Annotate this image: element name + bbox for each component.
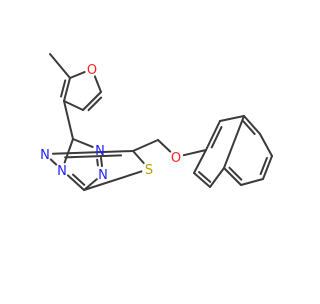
bond-line bbox=[63, 77, 71, 102]
bond-line bbox=[63, 138, 74, 164]
bond-line bbox=[60, 79, 67, 98]
bond-a12-a13 bbox=[51, 150, 134, 159]
bond-line bbox=[96, 158, 99, 167]
bond-line bbox=[223, 167, 242, 186]
bond-a13-a15 bbox=[132, 139, 159, 152]
bond-line bbox=[157, 139, 172, 153]
bond-line bbox=[228, 166, 243, 181]
atom-label-n: N bbox=[40, 148, 50, 163]
bond-a2-a3 bbox=[60, 77, 71, 102]
bond-a18-a19 bbox=[219, 115, 245, 122]
bond-line bbox=[193, 172, 211, 188]
bond-line bbox=[72, 138, 94, 148]
bond-a20-a21 bbox=[259, 133, 273, 157]
bond-line bbox=[205, 120, 221, 151]
bond-a8-a9 bbox=[96, 156, 104, 168]
bond-a15-a16 bbox=[157, 139, 172, 153]
bond-a11-a7 bbox=[63, 138, 74, 164]
bond-a25-a26 bbox=[193, 171, 212, 188]
bond-line bbox=[63, 100, 74, 140]
atom-label-o: O bbox=[87, 63, 97, 78]
bond-a19-a20 bbox=[242, 115, 261, 135]
bond-a1-a2 bbox=[69, 71, 86, 79]
bond-line bbox=[72, 173, 86, 186]
bond-a17-a18 bbox=[205, 120, 223, 151]
bond-a22-a23 bbox=[240, 178, 264, 186]
atom-label-n: N bbox=[57, 164, 67, 179]
bond-a2-a4 bbox=[49, 53, 71, 79]
bond-line bbox=[219, 115, 245, 122]
bond-a3-a7 bbox=[63, 100, 74, 140]
bond-line bbox=[63, 100, 84, 111]
bond-line bbox=[210, 126, 223, 149]
bond-line bbox=[132, 150, 145, 165]
bond-line bbox=[223, 115, 245, 169]
bond-line bbox=[242, 120, 256, 135]
bond-line bbox=[93, 75, 102, 93]
bond-line bbox=[64, 154, 123, 159]
bond-line bbox=[49, 158, 58, 166]
atom-label-o: O bbox=[171, 151, 181, 166]
bond-a13-a14 bbox=[132, 150, 145, 165]
bond-line bbox=[83, 170, 143, 191]
bonds-layer bbox=[49, 53, 273, 191]
bond-line bbox=[83, 178, 98, 191]
bond-line bbox=[51, 150, 134, 155]
bond-line bbox=[82, 91, 102, 111]
bond-a16-a17 bbox=[182, 149, 207, 157]
bond-line bbox=[198, 171, 212, 183]
bond-a6-a1 bbox=[93, 75, 102, 93]
bond-a7-a8 bbox=[72, 138, 94, 148]
bond-line bbox=[182, 149, 207, 157]
bond-line bbox=[193, 149, 207, 174]
bond-a24-a19 bbox=[223, 115, 245, 169]
bond-line bbox=[69, 71, 86, 79]
bond-a5-a6 bbox=[82, 91, 103, 112]
bond-line bbox=[87, 96, 103, 112]
bond-line bbox=[240, 178, 264, 186]
bond-a24-a25 bbox=[209, 167, 225, 188]
bond-a10-a11 bbox=[66, 173, 86, 191]
bond-a3-a5 bbox=[63, 100, 84, 111]
bond-line bbox=[66, 174, 85, 191]
bond-line bbox=[243, 115, 261, 135]
bond-line bbox=[132, 139, 159, 152]
bond-a21-a22 bbox=[259, 155, 273, 180]
bond-a23-a24 bbox=[223, 166, 243, 186]
atom-label-n: N bbox=[95, 144, 105, 159]
bond-a11-a12 bbox=[49, 158, 58, 166]
bond-line bbox=[259, 133, 273, 157]
bond-a26-a17 bbox=[193, 149, 207, 174]
bond-a9-a10 bbox=[83, 178, 98, 191]
bond-line bbox=[99, 156, 104, 168]
bond-line bbox=[209, 167, 225, 188]
bond-line bbox=[49, 53, 71, 79]
bond-line bbox=[259, 156, 268, 176]
bond-a14-a10 bbox=[83, 170, 143, 191]
bond-line bbox=[262, 155, 273, 180]
atom-label-n: N bbox=[98, 168, 108, 183]
atom-label-s: S bbox=[145, 163, 153, 178]
